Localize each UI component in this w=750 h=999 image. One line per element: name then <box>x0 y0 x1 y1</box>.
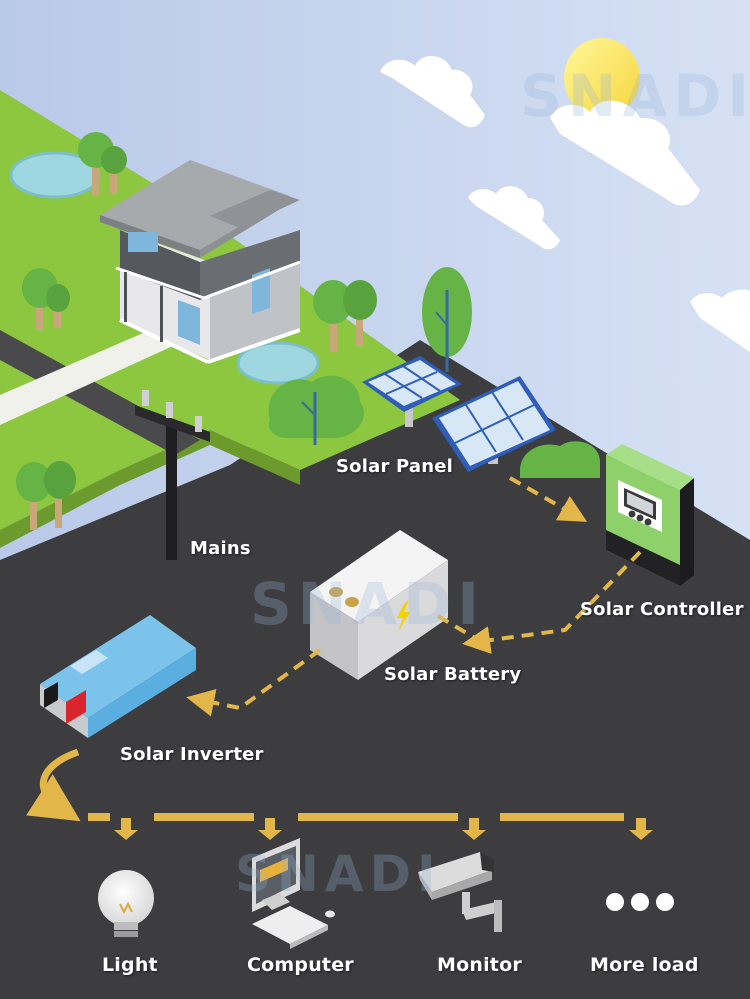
solar-controller-icon <box>606 444 694 586</box>
cloud <box>550 100 700 206</box>
solar-inverter-icon <box>40 615 196 738</box>
tree <box>313 280 377 352</box>
watermark: SNADI <box>235 845 442 903</box>
solar-inverter-label: Solar Inverter <box>120 744 264 765</box>
cloud <box>690 289 750 352</box>
solar-panel-label: Solar Panel <box>336 456 454 477</box>
solar-battery-label: Solar Battery <box>384 664 522 685</box>
load-label-more: More load <box>590 954 699 976</box>
watermark: SNADI <box>250 570 485 638</box>
cloud <box>468 186 560 250</box>
solar-panel-icon <box>362 356 556 472</box>
cloud <box>380 55 485 128</box>
cctv-camera-icon <box>418 852 502 932</box>
pond-right <box>236 341 320 385</box>
road <box>0 330 200 455</box>
tree <box>22 268 70 330</box>
walkway <box>0 330 175 425</box>
mains-pole-icon <box>135 390 210 560</box>
bush <box>268 375 364 445</box>
light-bulb-icon <box>98 870 154 937</box>
tree <box>16 461 76 530</box>
watermark: SNADI <box>520 62 750 130</box>
bush <box>520 441 600 478</box>
tree <box>78 132 127 196</box>
house <box>100 160 301 364</box>
inverter-output-arrow <box>26 748 81 822</box>
more-dots-icon <box>606 893 674 911</box>
solar-battery-icon <box>310 530 448 680</box>
solar-controller-label: Solar Controller <box>580 599 744 620</box>
sun <box>564 38 640 118</box>
mains-label: Mains <box>190 538 251 559</box>
load-label-light: Light <box>102 954 158 976</box>
load-label-computer: Computer <box>247 954 354 976</box>
computer-icon <box>252 838 335 949</box>
load-label-monitor: Monitor <box>437 954 522 976</box>
energy-flow <box>186 476 642 717</box>
load-arrows <box>114 818 653 840</box>
tree <box>422 267 472 372</box>
